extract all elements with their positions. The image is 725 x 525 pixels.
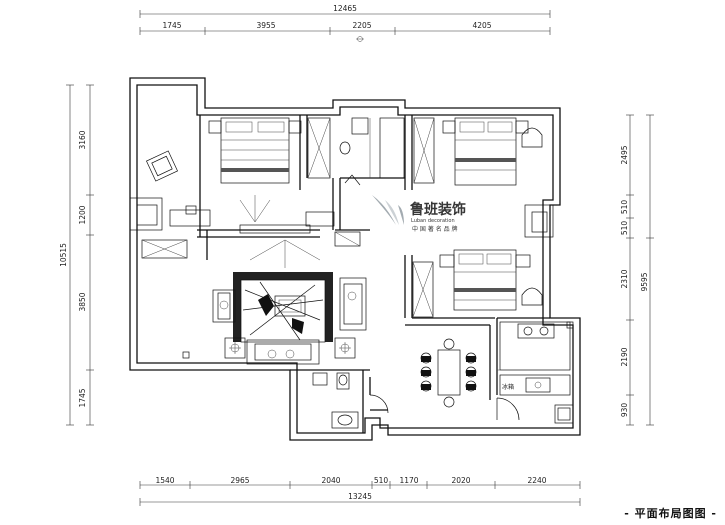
wardrobe-middle	[412, 261, 434, 318]
side-table-left	[224, 337, 246, 359]
dim-right-3: 510	[620, 221, 629, 236]
bathroom-top	[339, 117, 405, 186]
desk	[169, 209, 211, 227]
watermark-title: 鲁班装饰	[409, 201, 466, 218]
tv-cabinet-top	[239, 224, 311, 234]
dim-left-total: 10515	[59, 243, 68, 267]
sofa	[246, 339, 320, 365]
dim-bottom-6: 2020	[451, 476, 470, 485]
chair-middle-right	[521, 287, 543, 306]
bottom-dimensions: 1540 2965 2040 510 1170 2020 2240 13245	[139, 476, 581, 506]
page-title: - 平面布局图图 -	[624, 507, 717, 520]
chair-top-right	[521, 127, 543, 148]
dim-right-total: 9595	[640, 272, 649, 291]
dim-left-2: 1200	[78, 205, 87, 224]
dim-right-1: 2495	[620, 145, 629, 164]
left-dimensions: 10515 3160 1200 3850 1745	[59, 84, 94, 426]
dim-bottom-2: 2965	[230, 476, 249, 485]
side-table-right	[334, 337, 356, 359]
armchair-right	[339, 277, 367, 331]
rug	[242, 281, 324, 341]
cabinet-left	[141, 239, 188, 259]
dim-top-4: 4205	[472, 21, 491, 30]
right-dimensions: 2495 510 510 2310 2190 930 9595	[620, 114, 654, 426]
kitchen: 冰箱	[496, 321, 574, 424]
wardrobe-top-left	[307, 117, 331, 179]
top-dimensions: 12465 1745 3955 2205 4205	[139, 4, 551, 42]
watermark-tagline: 中 国 著 名 品 牌	[412, 225, 458, 233]
watermark-logo: 鲁班装饰 Luban decoration 中 国 著 名 品 牌	[372, 195, 466, 233]
watermark-subtitle: Luban decoration	[411, 218, 455, 224]
fridge-label: 冰箱	[502, 383, 514, 391]
light-fixture	[239, 195, 271, 223]
dim-right-4: 2310	[620, 269, 629, 288]
dim-left-4: 1745	[78, 388, 87, 407]
bed-top-right	[442, 117, 529, 186]
dim-bottom-4: 510	[374, 476, 389, 485]
dim-right-6: 930	[620, 403, 629, 418]
dim-top-3: 2205	[352, 21, 371, 30]
living-room	[212, 239, 367, 365]
armchair-left	[212, 289, 236, 323]
wardrobe-top-right	[413, 117, 435, 184]
dim-left-1: 3160	[78, 130, 87, 149]
bathroom-bottom	[312, 372, 389, 429]
dim-right-2: 510	[620, 200, 629, 215]
dim-right-5: 2190	[620, 347, 629, 366]
armchair	[146, 150, 178, 182]
bed-top-left-checker	[221, 149, 289, 172]
interior-walls	[129, 115, 554, 433]
dim-bottom-3: 2040	[321, 476, 340, 485]
dim-top-total: 12465	[333, 4, 357, 13]
dim-bottom-total: 13245	[348, 492, 372, 501]
dim-bottom-7: 2240	[527, 476, 546, 485]
dim-top-2: 3955	[256, 21, 275, 30]
bed-middle-right	[439, 249, 531, 311]
dim-left-3: 3850	[78, 292, 87, 311]
dim-top-1: 1745	[162, 21, 181, 30]
bed-top-left	[208, 117, 302, 184]
dim-bottom-1: 1540	[155, 476, 174, 485]
dining-set	[420, 338, 477, 408]
dim-bottom-5: 1170	[399, 476, 418, 485]
